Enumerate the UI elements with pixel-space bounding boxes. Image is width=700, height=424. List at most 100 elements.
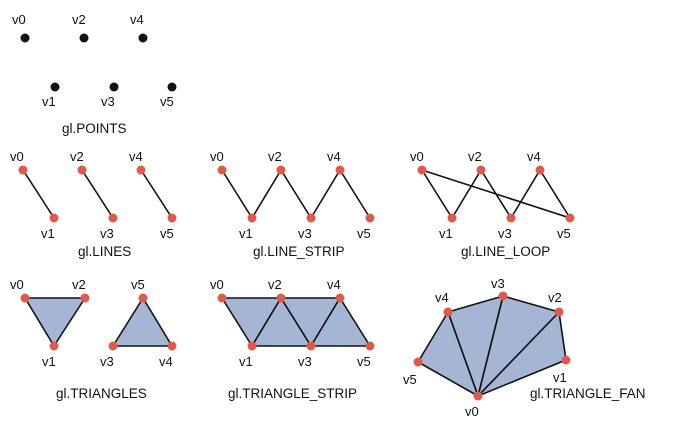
vertex-point <box>108 213 118 223</box>
vertex-point <box>80 293 90 303</box>
vertex-point <box>167 341 177 351</box>
vertex-point <box>365 213 375 223</box>
vertex-label: v2 <box>72 277 86 292</box>
panel-caption: gl.TRIANGLES <box>56 386 147 401</box>
vertex-label: v0 <box>210 277 224 292</box>
vertex-point <box>476 165 486 175</box>
vertex-point <box>79 33 89 43</box>
vertex-point <box>335 293 345 303</box>
edge <box>22 169 55 219</box>
vertex-point <box>276 293 286 303</box>
vertex-label: v5 <box>357 354 371 369</box>
vertex-point <box>49 213 59 223</box>
triangle <box>417 311 479 397</box>
vertex-label: v0 <box>10 149 24 164</box>
vertex-label: v5 <box>160 226 174 241</box>
vertex-label: v1 <box>439 226 453 241</box>
vertex-label: v1 <box>41 226 55 241</box>
vertex-point <box>561 355 571 365</box>
panel-triangle-fan: gl.TRIANGLE_FAN v0 v1 v2 v3 v4 v5 <box>403 276 646 419</box>
edge <box>421 169 571 219</box>
vertex-point <box>443 307 453 317</box>
triangle <box>310 297 371 347</box>
panel-triangle-strip: gl.TRIANGLE_STRIP v0 v1 v2 v3 v4 v5 <box>210 277 375 401</box>
triangle <box>24 297 86 347</box>
vertex-label: v3 <box>100 354 114 369</box>
vertex-point <box>473 391 483 401</box>
vertex-label: v2 <box>268 277 282 292</box>
vertex-label: v3 <box>498 226 512 241</box>
vertex-point <box>506 213 516 223</box>
vertex-point <box>108 341 118 351</box>
vertex-label: v2 <box>548 290 562 305</box>
panel-caption: gl.POINTS <box>62 121 127 136</box>
vertex-point <box>365 341 375 351</box>
triangle <box>112 297 173 347</box>
vertex-label: v2 <box>72 12 86 27</box>
vertex-label: v4 <box>159 354 173 369</box>
vertex-point <box>498 291 508 301</box>
vertex-label: v4 <box>130 12 144 27</box>
vertex-point <box>554 307 564 317</box>
vertex-point <box>50 82 60 92</box>
vertex-point <box>306 341 316 351</box>
panel-lines: gl.LINES v0 v1 v2 v3 v4 v5 <box>10 149 177 259</box>
vertex-label: v2 <box>70 149 84 164</box>
vertex-point <box>49 341 59 351</box>
vertex-label: v3 <box>298 226 312 241</box>
vertex-point <box>413 357 423 367</box>
vertex-label: v2 <box>268 149 282 164</box>
vertex-label: v0 <box>410 149 424 164</box>
vertex-point <box>109 82 119 92</box>
vertex-label: v5 <box>557 226 571 241</box>
vertex-label: v4 <box>327 149 341 164</box>
vertex-point <box>335 165 345 175</box>
vertex-label: v4 <box>527 149 541 164</box>
vertex-point <box>276 165 286 175</box>
vertex-label: v3 <box>100 226 114 241</box>
panel-line-strip: gl.LINE_STRIP v0 v1 v2 v3 v4 v5 <box>210 149 375 259</box>
vertex-label: v0 <box>465 404 479 419</box>
vertex-label: v2 <box>468 149 482 164</box>
vertex-point <box>247 341 257 351</box>
vertex-label: v0 <box>210 149 224 164</box>
vertex-label: v1 <box>553 370 567 385</box>
panel-line-loop: gl.LINE_LOOP v0 v1 v2 v3 v4 v5 <box>410 149 575 259</box>
vertex-point <box>138 33 148 43</box>
vertex-label: v5 <box>403 372 417 387</box>
vertex-label: v3 <box>298 354 312 369</box>
panel-caption: gl.LINE_LOOP <box>461 244 550 259</box>
panel-caption: gl.TRIANGLE_STRIP <box>228 386 357 401</box>
vertex-point <box>447 213 457 223</box>
panel-triangles: gl.TRIANGLES v0 v1 v2 v3 v4 v5 <box>10 277 177 401</box>
edge <box>221 168 371 220</box>
vertex-point <box>77 165 87 175</box>
vertex-label: v0 <box>12 12 26 27</box>
panel-points: gl.POINTS v0 v1 v2 v3 v4 v5 <box>12 12 177 136</box>
vertex-point <box>18 165 28 175</box>
vertex-point <box>20 33 30 43</box>
vertex-label: v4 <box>129 149 143 164</box>
vertex-label: v5 <box>160 94 174 109</box>
vertex-label: v4 <box>327 277 341 292</box>
vertex-label: v5 <box>131 277 145 292</box>
vertex-point <box>217 293 227 303</box>
edge <box>81 169 114 219</box>
panel-caption: gl.TRIANGLE_FAN <box>530 386 646 401</box>
vertex-point <box>20 293 30 303</box>
vertex-label: v1 <box>239 226 253 241</box>
vertex-point <box>167 82 177 92</box>
vertex-label: v5 <box>357 226 371 241</box>
vertex-point <box>565 213 575 223</box>
panel-caption: gl.LINES <box>78 244 131 259</box>
vertex-label: v3 <box>101 94 115 109</box>
vertex-label: v1 <box>239 354 253 369</box>
vertex-label: v0 <box>10 277 24 292</box>
vertex-label: v1 <box>42 94 56 109</box>
edge <box>140 169 173 219</box>
panel-caption: gl.LINE_STRIP <box>253 244 345 259</box>
vertex-point <box>306 213 316 223</box>
vertex-label: v1 <box>42 354 56 369</box>
vertex-point <box>167 213 177 223</box>
